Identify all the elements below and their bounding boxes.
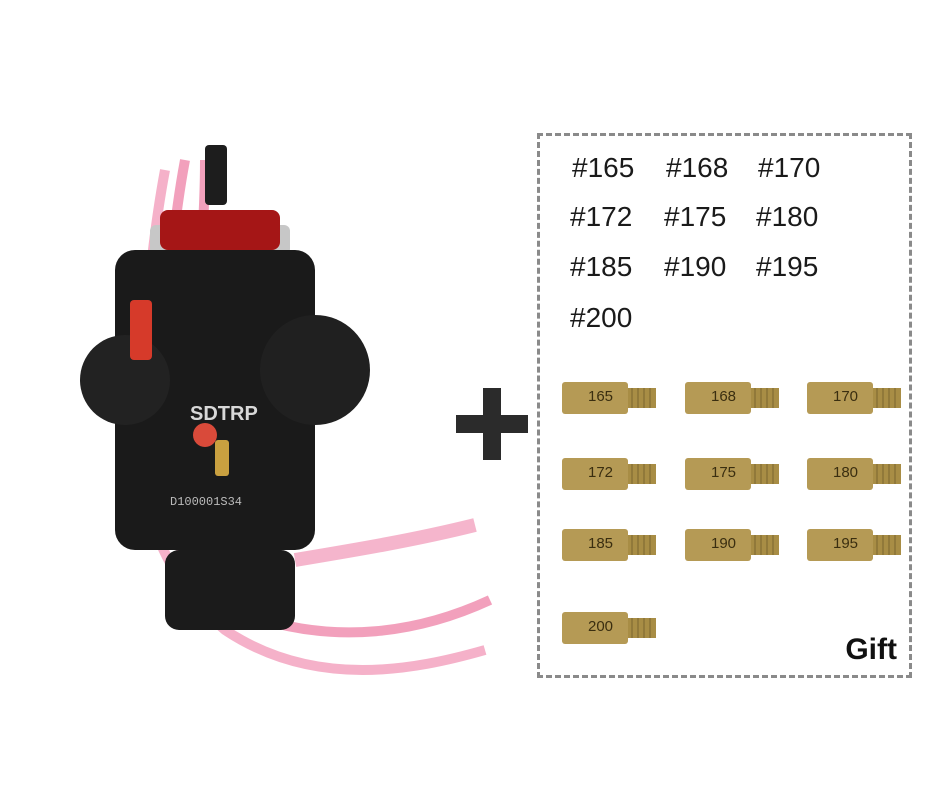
main-jet: 190 [685, 525, 785, 565]
jet-label: 180 [833, 464, 859, 481]
gift-label: Gift [845, 633, 897, 666]
plus-icon [456, 388, 528, 460]
jet-label: 200 [588, 618, 614, 635]
jet-size-item: #170 [758, 152, 821, 183]
jet-label: 175 [711, 464, 737, 481]
jet-label: 165 [588, 388, 614, 405]
jet-label: 168 [711, 388, 737, 405]
serial-text: D100001S34 [170, 495, 242, 509]
jet-label: 195 [833, 535, 859, 552]
carburetor-photo: SDTRP D100001S34 [55, 130, 495, 690]
jet-label: 190 [711, 535, 737, 552]
jet-size-item: #200 [570, 302, 633, 333]
jet-size-item: #175 [664, 201, 727, 232]
main-jet: 180 [807, 454, 907, 494]
carburetor-illustration: SDTRP D100001S34 [80, 145, 493, 675]
brand-text: SDTRP [190, 403, 258, 425]
main-jet: 195 [807, 525, 907, 565]
main-jet: 170 [807, 378, 907, 418]
jet-size-item: #165 [572, 152, 635, 183]
jet-size-item: #172 [570, 201, 633, 232]
main-jet: 175 [685, 454, 785, 494]
main-jet: 168 [685, 378, 785, 418]
jet-size-item: #180 [756, 201, 819, 232]
main-jet: 185 [562, 525, 662, 565]
jet-label: 170 [833, 388, 859, 405]
jet-size-item: #168 [666, 152, 729, 183]
main-jet: 172 [562, 454, 662, 494]
jet-size-item: #185 [570, 251, 633, 282]
jet-size-item: #190 [664, 251, 727, 282]
jet-size-item: #195 [756, 251, 819, 282]
main-jet: 200 [562, 608, 662, 648]
jet-label: 185 [588, 535, 614, 552]
jet-label: 172 [588, 464, 614, 481]
main-jet: 165 [562, 378, 662, 418]
gift-box: #165 #168 #170 #172 #175 #180 #185 #190 … [537, 133, 912, 678]
main-jet-set: 165 168 170 172 175 180 185 190 [540, 136, 909, 675]
